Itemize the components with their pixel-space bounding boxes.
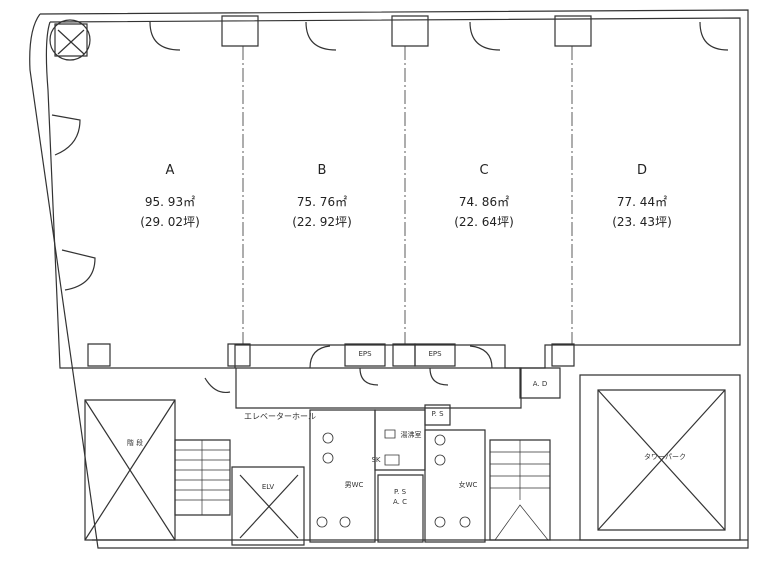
unit-c-tsubo: (22. 64坪)	[454, 215, 514, 229]
column-b4	[552, 344, 574, 366]
door-left-2	[62, 250, 95, 290]
door-b-top	[306, 22, 336, 50]
column-2	[392, 16, 428, 46]
unit-a-area: 95. 93㎡	[144, 195, 196, 209]
unit-b-area: 75. 76㎡	[296, 195, 348, 209]
eps-left-label: EPS	[358, 350, 372, 358]
column-3	[555, 16, 591, 46]
unit-c-area: 74. 86㎡	[458, 195, 510, 209]
mens-wc-label: 男WC	[344, 481, 364, 489]
tower-park-room	[580, 375, 740, 540]
womens-wc-room	[425, 430, 485, 542]
inner-wall	[46, 18, 740, 368]
ad-room	[520, 368, 560, 398]
elevator-hall-label: エレベーターホール	[244, 412, 316, 421]
elevator-hall-room	[236, 368, 521, 408]
door-d-top	[700, 22, 728, 50]
ps-ac-label: P. S	[393, 488, 407, 496]
ps-ac-room	[378, 475, 423, 542]
unit-a-tsubo: (29. 02坪)	[140, 215, 200, 229]
column-corner-round	[50, 20, 90, 60]
door-left-1	[52, 115, 80, 155]
sk-label: SK	[371, 456, 381, 464]
ps-top-label: P. S	[431, 410, 444, 418]
eps-right-room	[415, 344, 455, 366]
eps-left-room	[345, 344, 385, 366]
ac-label: A. C	[392, 498, 407, 506]
unit-a-id: A	[165, 163, 175, 178]
stair-flight-left	[175, 440, 230, 515]
column-corner	[55, 24, 87, 56]
unit-d-id: D	[636, 163, 647, 178]
outer-wall	[30, 10, 748, 548]
stair-left-label: 階 段	[126, 439, 144, 447]
column-b3	[393, 344, 415, 366]
unit-b-id: B	[317, 163, 327, 178]
elevator-shaft	[232, 467, 304, 545]
kitchenette-label: 湯沸室	[400, 431, 422, 439]
ad-label: A. D	[532, 380, 548, 388]
column-1	[222, 16, 258, 46]
unit-b-tsubo: (22. 92坪)	[292, 215, 352, 229]
elv-label: ELV	[261, 483, 275, 491]
eps-right-label: EPS	[428, 350, 442, 358]
mens-wc-room	[310, 410, 375, 542]
unit-d-tsubo: (23. 43坪)	[612, 215, 672, 229]
tower-park-label: タワーパーク	[644, 453, 686, 461]
ps-room	[425, 405, 450, 425]
door-c-top	[470, 22, 500, 50]
unit-d-area: 77. 44㎡	[616, 195, 668, 209]
column-b2	[228, 344, 250, 366]
column-b1	[88, 344, 110, 366]
unit-c-id: C	[479, 163, 489, 178]
door-a-top	[150, 22, 180, 50]
womens-wc-label: 女WC	[458, 481, 478, 489]
